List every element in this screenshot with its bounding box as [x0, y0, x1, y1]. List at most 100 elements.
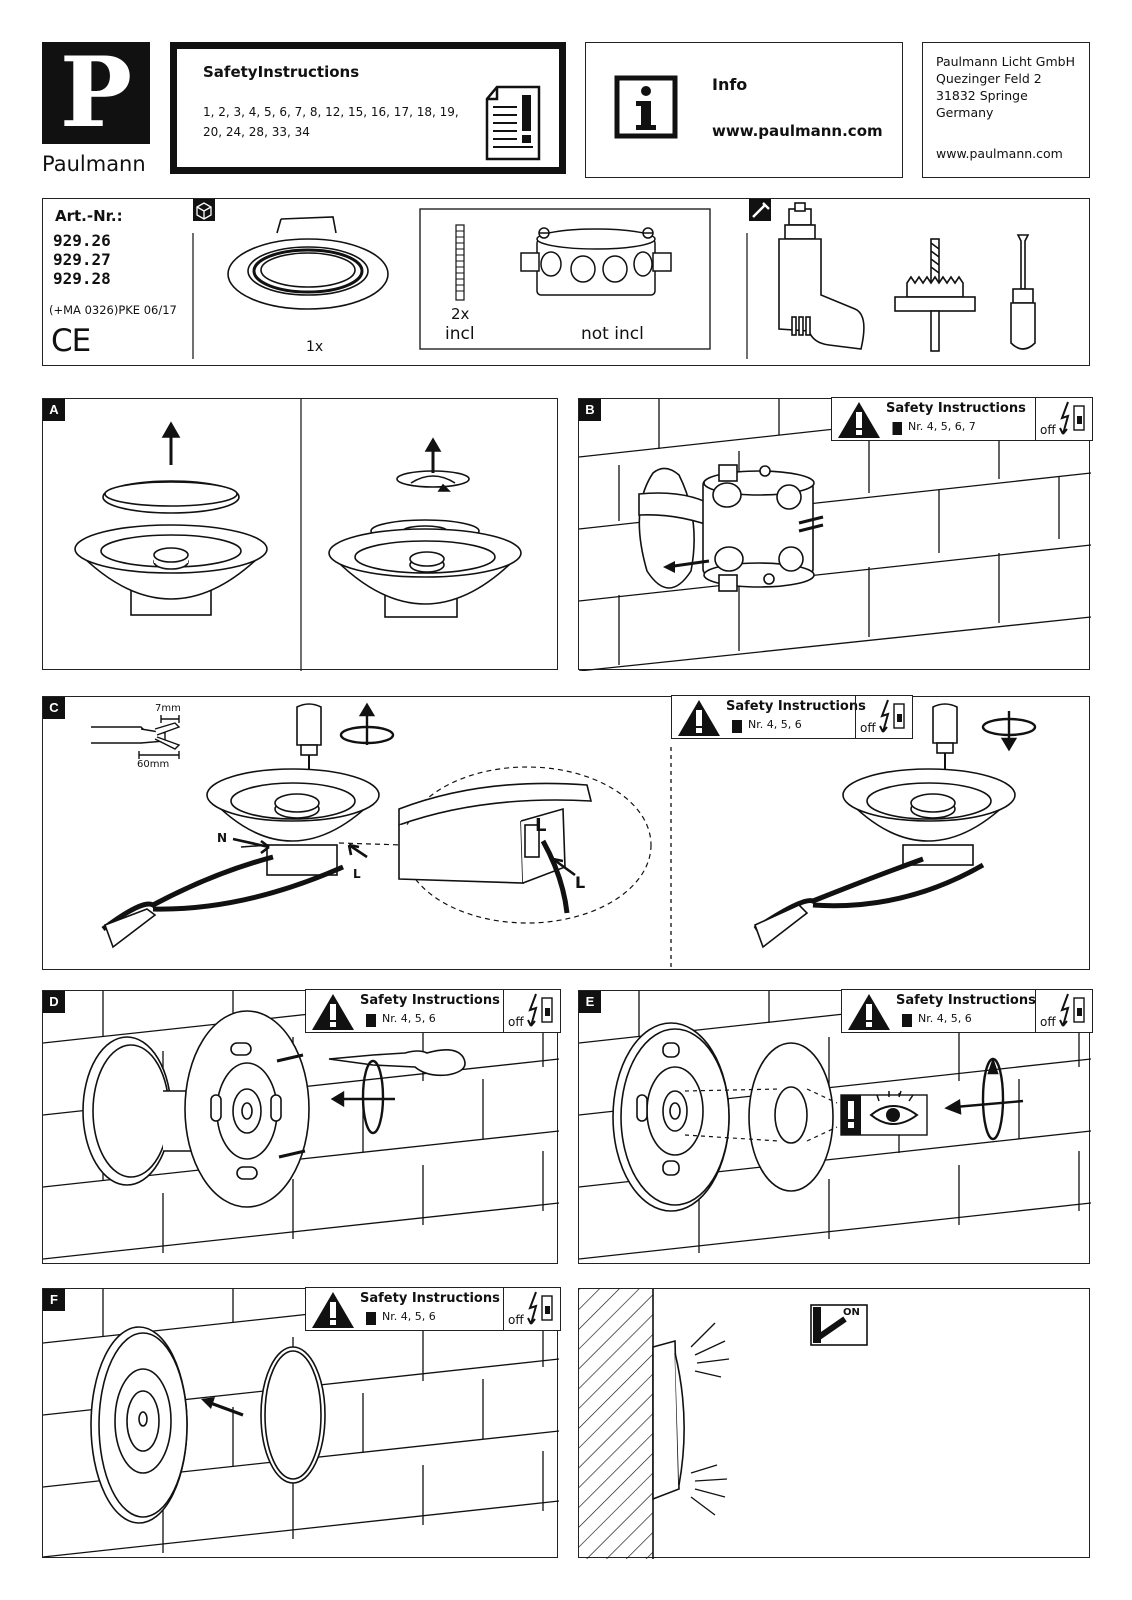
lightning-switch-icon: [527, 993, 553, 1027]
lamp-drawing: [227, 216, 389, 310]
panel-d: D Safety Instructions Nr. 4, 5, 6 off: [42, 989, 561, 1264]
info-box: Info www.paulmann.com: [585, 42, 903, 178]
wire-l-zoom-label-1: L: [535, 815, 547, 836]
screwdriver-drawing: [1010, 234, 1036, 350]
article-number-2: 929.27: [53, 250, 111, 269]
logo-letter: P: [59, 36, 133, 149]
safety-title-f: Safety Instructions: [360, 1291, 500, 1306]
safety-title-b: Safety Instructions: [886, 401, 1026, 416]
panel-d-label: D: [43, 991, 65, 1013]
power-off-label-b: off: [1040, 423, 1056, 437]
switch-on-label: ON: [843, 1307, 860, 1318]
document-icon: [732, 720, 742, 733]
address-line-2: Quezinger Feld 2: [936, 71, 1042, 86]
warning-triangle-icon: [678, 700, 720, 736]
panel-f: F Safety Instructions Nr. 4, 5, 6 off: [42, 1287, 561, 1558]
lamp-on-drawing: [579, 1289, 868, 1559]
lightning-switch-icon: [1059, 401, 1085, 435]
lightning-switch-icon: [1059, 993, 1085, 1027]
article-label: Art.-Nr.:: [55, 207, 123, 225]
safety-title-e: Safety Instructions: [896, 993, 1036, 1008]
info-icon: [614, 75, 678, 139]
package-icon: [193, 199, 215, 221]
safety-instructions-d: Safety Instructions Nr. 4, 5, 6 off: [305, 989, 561, 1033]
document-warning-icon: [485, 85, 541, 161]
wall-drawing-e: [579, 991, 1091, 1260]
lightning-switch-icon: [527, 1291, 553, 1325]
wire-n-label: N: [217, 831, 228, 845]
lamp-quantity: 1x: [306, 339, 324, 355]
panel-e: E Safety Instructions Nr. 4, 5, 6 off: [578, 989, 1093, 1264]
safety-title-d: Safety Instructions: [360, 993, 500, 1008]
document-icon: [366, 1014, 376, 1027]
article-number-1: 929.26: [53, 231, 111, 250]
safety-instructions-e: Safety Instructions Nr. 4, 5, 6 off: [841, 989, 1093, 1033]
warning-triangle-icon: [312, 994, 354, 1030]
power-off-label-d: off: [508, 1015, 524, 1029]
panel-final: ON: [578, 1288, 1090, 1559]
safety-instructions-b: Safety Instructions Nr. 4, 5, 6, 7 off: [831, 397, 1093, 441]
warning-triangle-icon: [312, 1292, 354, 1328]
safety-numbers-e: Nr. 4, 5, 6: [918, 1012, 972, 1025]
wall-drawing-b: [579, 399, 1091, 671]
document-icon: [366, 1312, 376, 1325]
safety-numbers-f: Nr. 4, 5, 6: [382, 1310, 436, 1323]
panel-a-label: A: [43, 399, 65, 421]
screws-note: incl: [445, 324, 475, 344]
power-off-label-f: off: [508, 1313, 524, 1327]
address-line-4: Germany: [936, 105, 994, 120]
safety-instructions-c: Safety Instructions Nr. 4, 5, 6 off: [671, 695, 913, 739]
warning-triangle-icon: [838, 402, 880, 438]
document-icon: [891, 422, 902, 435]
wall-drawing-f: [43, 1289, 559, 1558]
document-icon: [902, 1014, 912, 1027]
address-line-1: Paulmann Licht GmbH: [936, 54, 1075, 69]
hole-saw-drawing: [894, 238, 976, 352]
panel-e-label: E: [579, 991, 601, 1013]
info-url: www.paulmann.com: [712, 122, 883, 140]
contents-drawing: [192, 199, 1036, 359]
drill-drawing: [778, 202, 865, 350]
safety-instructions-f: Safety Instructions Nr. 4, 5, 6 off: [305, 1287, 561, 1331]
wire-l-label: L: [353, 867, 361, 881]
strip-7mm: 7mm: [155, 703, 181, 714]
article-row: Art.-Nr.: 929.26 929.27 929.28 (+MA 0326…: [42, 198, 1090, 366]
wire-l-zoom-label-2: L: [575, 873, 586, 892]
wall-drawing-d: [43, 991, 559, 1260]
safety-header-numbers-1: 1, 2, 3, 4, 5, 6, 7, 8, 12, 15, 16, 17, …: [203, 105, 459, 119]
safety-header-title: SafetyInstructions: [203, 63, 360, 81]
ce-mark: CE: [51, 323, 91, 359]
safety-numbers-b: Nr. 4, 5, 6, 7: [908, 420, 976, 433]
address-box: Paulmann Licht GmbH Quezinger Feld 2 318…: [922, 42, 1090, 178]
paulmann-logo: P: [42, 42, 150, 144]
screws-drawing: [455, 224, 465, 301]
safety-header-numbers-2: 20, 24, 28, 33, 34: [203, 125, 310, 139]
junction-box-drawing: [520, 227, 672, 296]
panel-a: A: [42, 398, 558, 671]
info-title: Info: [712, 75, 748, 94]
strip-60mm: 60mm: [137, 759, 170, 770]
panel-f-label: F: [43, 1289, 65, 1311]
panel-b: B Safety Instructions Nr. 4, 5, 6, 7 off: [578, 397, 1093, 671]
panel-c-label: C: [43, 697, 65, 719]
safety-header-box: SafetyInstructions 1, 2, 3, 4, 5, 6, 7, …: [170, 42, 566, 174]
article-code: (+MA 0326)PKE 06/17: [49, 303, 177, 317]
switch-on-icon: [810, 1304, 868, 1346]
power-off-box-c: off: [855, 696, 910, 738]
lightning-switch-icon: [879, 699, 905, 733]
junction-box-note: not incl: [581, 324, 644, 344]
address-web: www.paulmann.com: [936, 146, 1063, 161]
power-off-box-b: off: [1035, 398, 1090, 440]
brand-name: Paulmann: [42, 152, 146, 176]
power-off-box-e: off: [1035, 990, 1090, 1032]
power-off-label-c: off: [860, 721, 876, 735]
screws-quantity: 2x: [451, 305, 470, 323]
power-off-label-e: off: [1040, 1015, 1056, 1029]
safety-title-c: Safety Instructions: [726, 699, 866, 714]
tools-icon: [749, 199, 771, 221]
warning-triangle-icon: [848, 994, 890, 1030]
power-off-box-f: off: [503, 1288, 558, 1330]
safety-numbers-c: Nr. 4, 5, 6: [748, 718, 802, 731]
safety-numbers-d: Nr. 4, 5, 6: [382, 1012, 436, 1025]
article-number-3: 929.28: [53, 269, 111, 288]
